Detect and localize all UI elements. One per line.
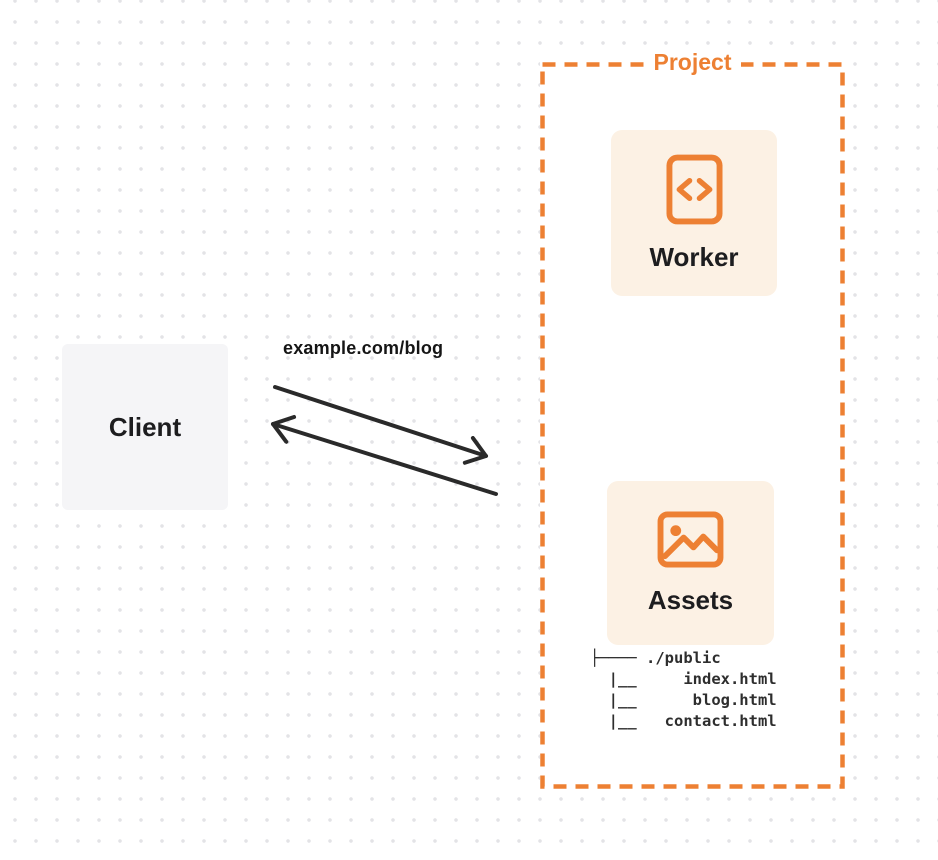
worker-label: Worker bbox=[649, 241, 739, 272]
assets-label: Assets bbox=[647, 584, 734, 615]
assets-node: Assets bbox=[607, 481, 774, 645]
project-label: Project bbox=[643, 49, 742, 76]
client-node: Client bbox=[62, 344, 228, 510]
project-container: Project Worker Assets ├──── ./public |__… bbox=[540, 49, 845, 789]
response-arrow bbox=[271, 414, 498, 496]
worker-node: Worker bbox=[611, 130, 777, 296]
assets-file-tree: ├──── ./public |__ index.html |__ blog.h… bbox=[590, 649, 777, 730]
code-file-icon bbox=[665, 154, 723, 224]
request-url-label: example.com/blog bbox=[283, 338, 444, 358]
image-icon bbox=[657, 510, 724, 568]
request-arrow bbox=[273, 385, 488, 465]
client-label: Client bbox=[108, 411, 182, 442]
